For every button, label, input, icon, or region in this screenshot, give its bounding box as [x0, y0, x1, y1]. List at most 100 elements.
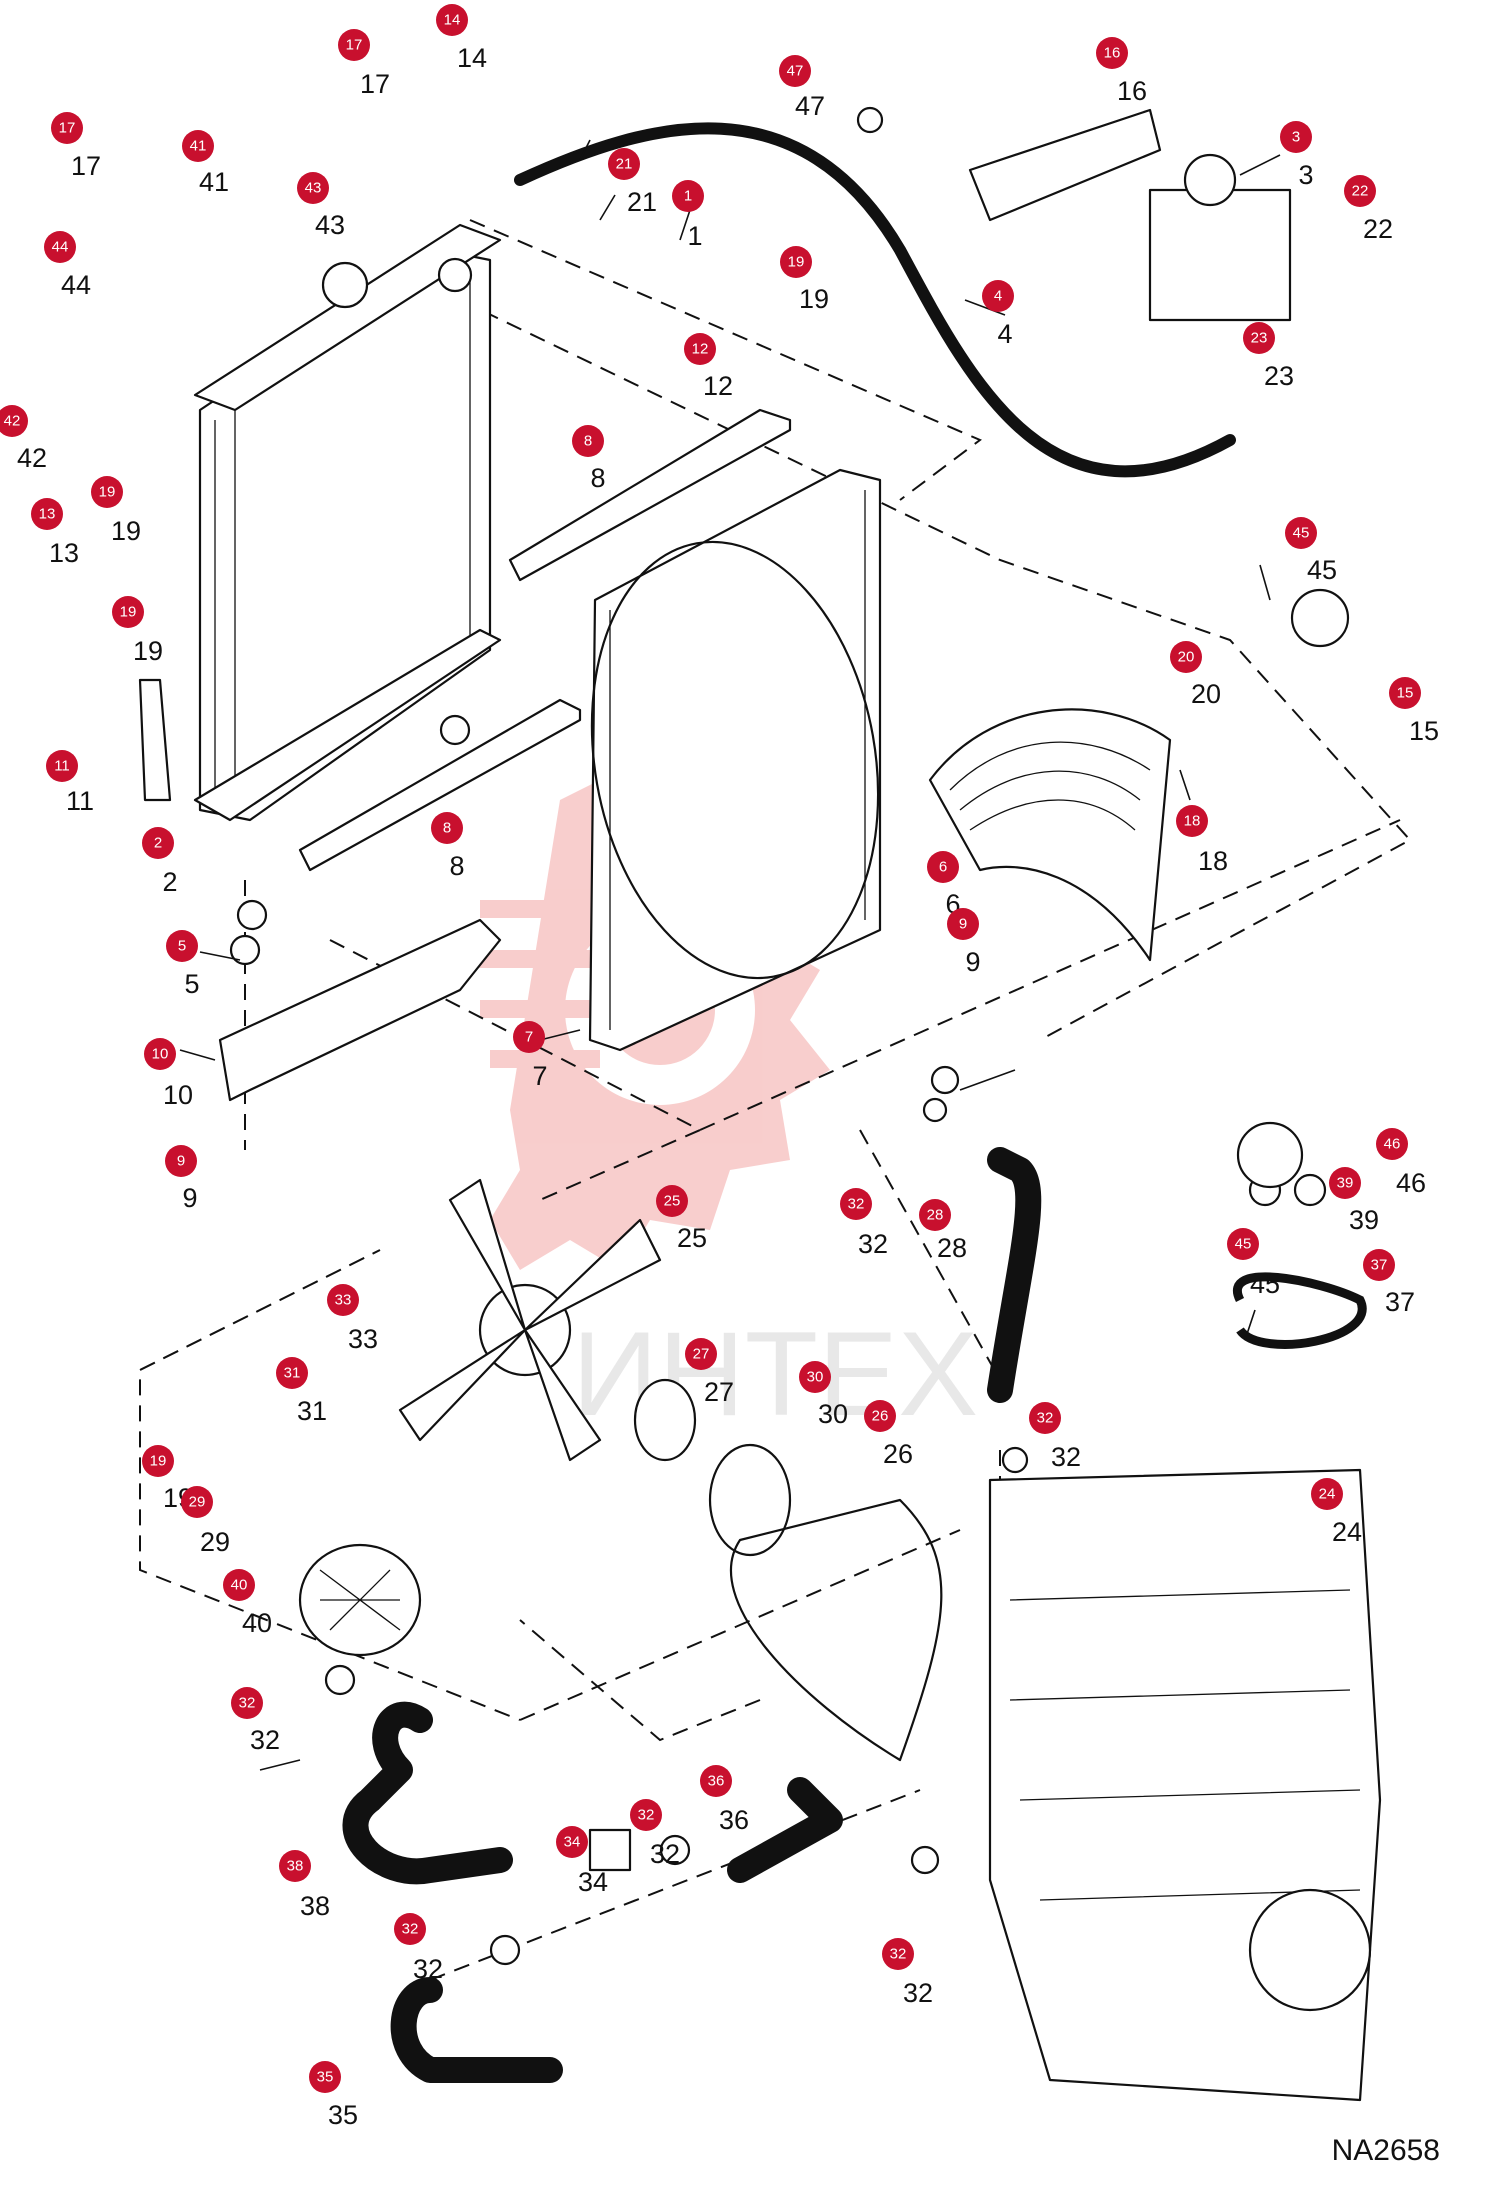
callout-c1: 11 — [672, 180, 704, 251]
callout-badge — [279, 1850, 311, 1882]
callout-c7: 77 — [513, 1021, 548, 1091]
callout-badge-label: 36 — [708, 1773, 725, 1790]
callout-badge — [112, 596, 144, 628]
callout-badge-label: 19 — [99, 484, 116, 501]
callout-number: 43 — [315, 210, 345, 240]
callout-badge — [608, 148, 640, 180]
callout-c8b: 88 — [431, 812, 465, 881]
callout-badge-label: 3 — [1292, 129, 1300, 146]
callout-c24: 24 24 — [1311, 1478, 1362, 1547]
callout-number: 36 — [719, 1805, 749, 1835]
assembly-dashed-lines — [139, 219, 1412, 1981]
callout-badge-label: 43 — [305, 180, 322, 197]
callout-c3: 33 — [1280, 121, 1314, 190]
callout-c41: 41 41 — [182, 130, 229, 197]
callout-badge-label: 19 — [120, 604, 137, 621]
callout-badge — [436, 4, 468, 36]
callout-badge — [656, 1185, 688, 1217]
callout-badge-label: 9 — [959, 916, 967, 933]
callout-badge — [1170, 641, 1202, 673]
callout-c36: 36 36 — [700, 1765, 749, 1835]
callout-badge — [1096, 37, 1128, 69]
callout-number: 4 — [997, 319, 1012, 349]
callout-badge — [1344, 175, 1376, 207]
callout-badge — [556, 1826, 588, 1858]
callout-number: 32 — [413, 1954, 443, 1984]
callout-number: 27 — [704, 1377, 734, 1407]
callout-badge-label: 39 — [1337, 1175, 1354, 1192]
callout-badge-label: 21 — [616, 156, 633, 173]
alternator — [298, 1543, 422, 1657]
callout-number: 17 — [71, 151, 101, 181]
callout-badge-label: 45 — [1293, 525, 1310, 542]
callout-badge-label: 42 — [4, 413, 21, 430]
callout-badge — [327, 1284, 359, 1316]
callout-number: 29 — [200, 1527, 230, 1557]
callout-number: 28 — [937, 1233, 967, 1263]
callout-number: 33 — [348, 1324, 378, 1354]
callout-badge-label: 46 — [1384, 1136, 1401, 1153]
callout-c47: 47 47 — [779, 55, 825, 121]
callout-badge-label: 13 — [39, 506, 56, 523]
fan-and-pulleys — [398, 1178, 943, 1762]
callout-number: 47 — [795, 91, 825, 121]
callout-badge-label: 24 — [1319, 1486, 1336, 1503]
callout-badge — [165, 1145, 197, 1177]
callout-badge-label: 7 — [525, 1029, 533, 1046]
callout-number: 32 — [250, 1725, 280, 1755]
callout-number: 2 — [162, 867, 177, 897]
engine — [988, 1468, 1382, 2102]
callout-number: 41 — [199, 167, 229, 197]
callout-number: 19 — [133, 636, 163, 666]
callout-c22: 22 22 — [1344, 175, 1393, 244]
callout-badge — [919, 1199, 951, 1231]
callout-number: 42 — [17, 443, 47, 473]
callout-badge-label: 1 — [684, 188, 692, 205]
callout-badge — [51, 112, 83, 144]
callout-badge-label: 8 — [443, 820, 451, 837]
callout-badge-label: 31 — [284, 1365, 301, 1382]
callout-number: 22 — [1363, 214, 1393, 244]
callout-badge-label: 16 — [1104, 45, 1121, 62]
callout-number: 24 — [1332, 1517, 1362, 1547]
callout-number: 3 — [1298, 160, 1313, 190]
callout-badge-label: 19 — [150, 1453, 167, 1470]
callout-badge — [864, 1400, 896, 1432]
callout-badge-label: 19 — [788, 254, 805, 271]
watermark-text: ИНТЕХ — [572, 1307, 978, 1441]
coolant-hoses — [342, 1147, 1367, 2083]
callout-c2: 22 — [142, 827, 178, 897]
callout-badge-label: 18 — [1184, 813, 1201, 830]
callout-badge-label: 25 — [664, 1193, 681, 1210]
callout-number: 32 — [1051, 1442, 1081, 1472]
callout-badge-label: 47 — [787, 63, 804, 80]
callout-badge — [91, 476, 123, 508]
callout-badge — [1311, 1478, 1343, 1510]
callout-c5: 55 — [166, 930, 200, 999]
callout-number: 16 — [1117, 76, 1147, 106]
callout-number: 14 — [457, 43, 487, 73]
callout-badge-label: 10 — [152, 1046, 169, 1063]
callout-number: 26 — [883, 1439, 913, 1469]
callout-badge-label: 33 — [335, 1292, 352, 1309]
callout-badge — [142, 1445, 174, 1477]
callout-badge-label: 41 — [190, 138, 207, 155]
fan-guard — [928, 708, 1172, 962]
callout-number: 25 — [677, 1223, 707, 1253]
callout-badge — [142, 827, 174, 859]
callout-badge-label: 17 — [346, 37, 363, 54]
callout-number: 45 — [1250, 1269, 1280, 1299]
callout-badge-label: 22 — [1352, 183, 1369, 200]
